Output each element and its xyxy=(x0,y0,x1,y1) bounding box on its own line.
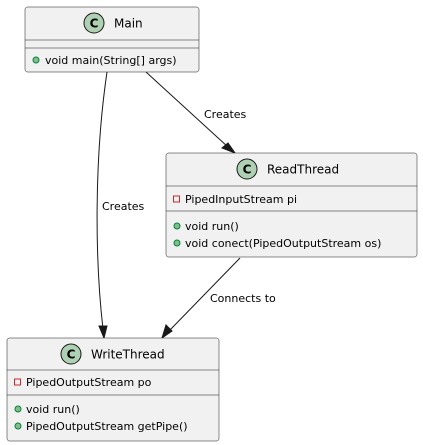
class-box xyxy=(6,337,220,442)
class-name: ReadThread xyxy=(267,163,339,177)
edge-label-creates-readthread: Creates xyxy=(204,108,247,121)
class-name: Main xyxy=(114,17,143,31)
class-box xyxy=(24,6,200,73)
public-visibility-icon xyxy=(32,56,40,64)
edge-label-creates-writethread: Creates xyxy=(102,200,145,213)
class-stereotype-icon xyxy=(83,12,105,34)
class-stereotype-letter: C xyxy=(243,163,252,177)
class-stereotype-letter: C xyxy=(67,348,76,362)
public-visibility-icon xyxy=(173,239,181,247)
class-name: WriteThread xyxy=(91,348,165,362)
edge-line xyxy=(145,71,229,148)
class-stereotype-icon xyxy=(236,158,258,180)
arrowhead-icon xyxy=(98,325,108,340)
edge-label-connects-to: Connects to xyxy=(210,292,276,305)
arrowhead-icon xyxy=(221,142,237,155)
class-readthread[interactable]: C ReadThread PipedInputStream pi void ru… xyxy=(165,152,418,258)
public-visibility-icon xyxy=(173,222,181,230)
field-pi: PipedInputStream pi xyxy=(185,193,297,206)
class-stereotype-icon xyxy=(60,343,82,365)
method-run: void run() xyxy=(26,403,80,416)
class-box xyxy=(165,152,418,258)
edge-main-to-readthread: Creates xyxy=(145,71,247,155)
class-main[interactable]: C Main void main(String[] args) xyxy=(24,6,200,73)
private-visibility-icon xyxy=(173,195,180,203)
edge-main-to-writethread: Creates xyxy=(96,71,145,340)
class-writethread[interactable]: C WriteThread PipedOutputStream po void … xyxy=(6,337,220,442)
edge-line xyxy=(96,71,108,330)
class-stereotype-letter: C xyxy=(90,17,99,31)
field-po: PipedOutputStream po xyxy=(26,376,152,389)
edge-line xyxy=(168,257,241,332)
method-getpipe: PipedOutputStream getPipe() xyxy=(26,420,188,433)
public-visibility-icon xyxy=(14,405,22,413)
public-visibility-icon xyxy=(14,422,22,430)
private-visibility-icon xyxy=(14,378,21,386)
method-conect: void conect(PipedOutputStream os) xyxy=(185,237,381,250)
edge-readthread-to-writethread: Connects to xyxy=(161,257,276,340)
method-main: void main(String[] args) xyxy=(45,54,177,67)
method-run: void run() xyxy=(185,220,239,233)
arrowhead-icon xyxy=(161,324,173,340)
